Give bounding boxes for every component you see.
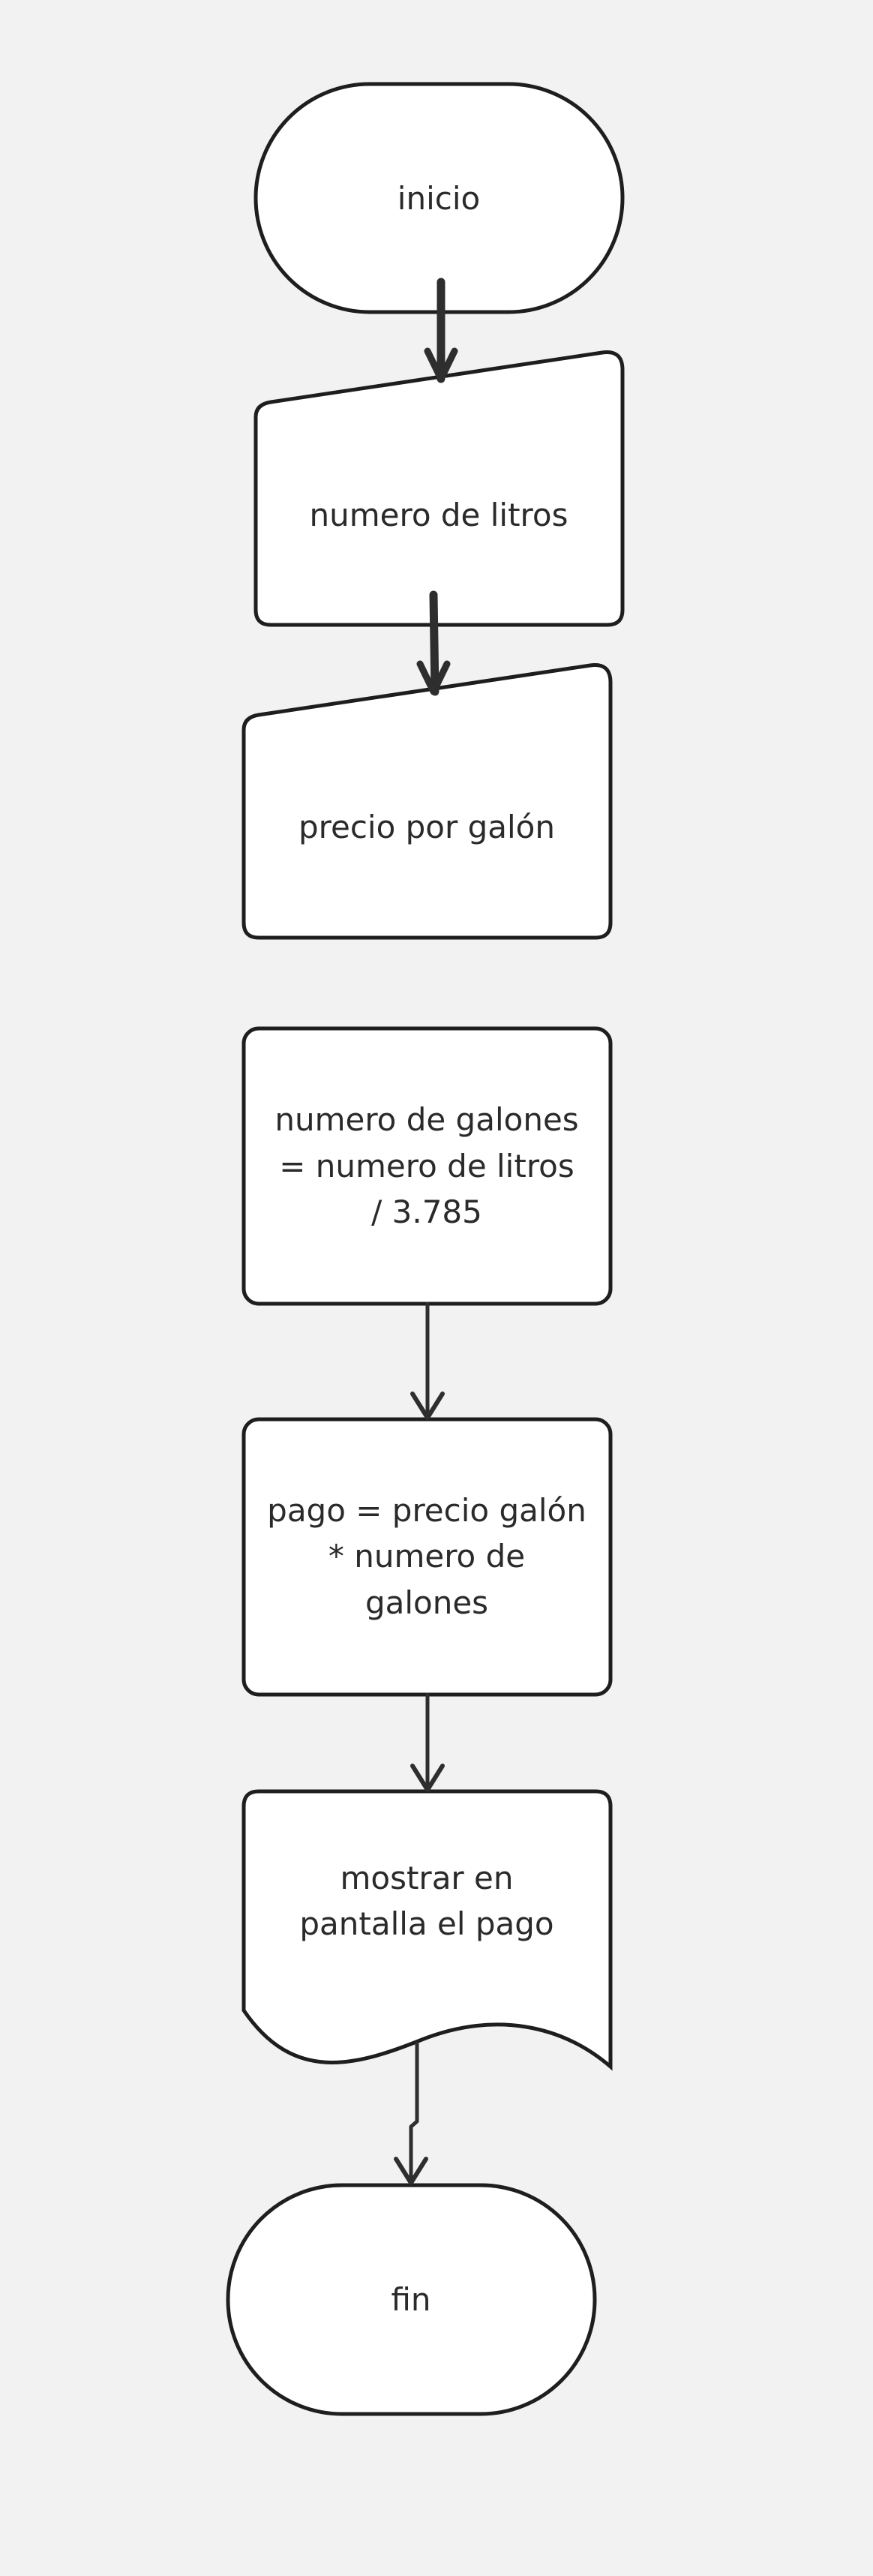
edge-liters-to-price xyxy=(416,590,451,696)
node-calc-gallons[interactable]: numero de galones = numero de litros / 3… xyxy=(242,1026,613,1306)
edge-start-to-liters xyxy=(424,278,458,383)
edge-payment-to-display xyxy=(410,1692,445,1792)
node-calc-payment[interactable]: pago = precio galón * numero de galones xyxy=(242,1417,613,1697)
node-calc-payment-line-2: * numero de xyxy=(328,1538,525,1575)
node-start-label: inicio xyxy=(398,180,480,217)
node-calc-payment-line-3: galones xyxy=(365,1584,488,1621)
node-calc-gallons-line-3: / 3.785 xyxy=(371,1193,482,1230)
node-end[interactable]: fin xyxy=(226,2183,597,2416)
node-input-price[interactable]: precio por galón xyxy=(242,662,613,940)
node-input-price-label: precio por galón xyxy=(298,809,555,845)
node-display-payment-line-1: mostrar en xyxy=(340,1860,513,1896)
node-display-payment[interactable]: mostrar en pantalla el pago xyxy=(242,1789,613,2071)
node-calc-gallons-line-2: = numero de litros xyxy=(279,1148,574,1184)
node-input-liters[interactable]: numero de litros xyxy=(254,350,625,627)
node-calc-gallons-line-1: numero de galones xyxy=(274,1101,578,1138)
node-end-label: fin xyxy=(391,2281,430,2318)
node-start[interactable]: inicio xyxy=(254,82,625,314)
node-calc-payment-line-1: pago = precio galón xyxy=(267,1492,586,1529)
node-display-payment-line-2: pantalla el pago xyxy=(299,1905,554,1942)
edge-gallons-to-payment xyxy=(410,1302,445,1420)
edge-display-to-end xyxy=(394,2041,428,2185)
node-input-liters-label: numero de litros xyxy=(310,497,568,533)
